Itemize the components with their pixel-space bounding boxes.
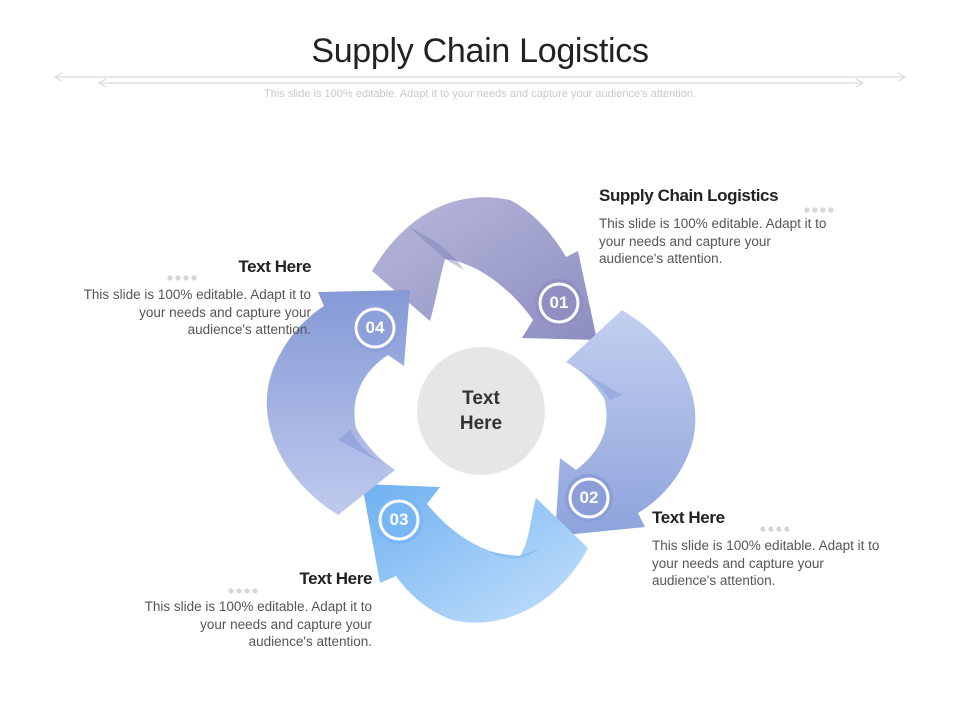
step-number-03: 03 bbox=[389, 510, 409, 529]
step-block-03: Text Here This slide is 100% editable. A… bbox=[142, 569, 373, 651]
step-body-03: This slide is 100% editable. Adapt it to… bbox=[144, 599, 372, 649]
step-body-02: This slide is 100% editable. Adapt it to… bbox=[652, 538, 880, 588]
step-title-02: Text Here bbox=[652, 508, 725, 527]
title-divider bbox=[53, 72, 907, 88]
badge-02 bbox=[565, 474, 613, 522]
center-label-line1: Text bbox=[462, 388, 500, 409]
badge-04 bbox=[351, 304, 399, 352]
step-title-04: Text Here bbox=[238, 257, 311, 276]
cycle-arrow-04-fold bbox=[338, 430, 395, 470]
slide-subtitle: This slide is 100% editable. Adapt it to… bbox=[264, 88, 696, 100]
step-title-03: Text Here bbox=[299, 569, 372, 588]
badge-03 bbox=[375, 496, 423, 544]
center-label: Text Here bbox=[416, 386, 546, 436]
cycle-arrow-01-fold bbox=[410, 228, 464, 270]
step-number-04: 04 bbox=[365, 318, 385, 337]
dot-leader-04 bbox=[167, 275, 197, 281]
step-body-04: This slide is 100% editable. Adapt it to… bbox=[83, 287, 311, 337]
cycle-arrow-02-fold bbox=[566, 362, 622, 400]
dot-leader-03 bbox=[228, 588, 258, 594]
step-block-02: Text Here This slide is 100% editable. A… bbox=[652, 508, 882, 590]
step-block-01: Supply Chain Logistics This slide is 100… bbox=[599, 186, 829, 268]
dot-leader-02 bbox=[760, 526, 790, 532]
center-circle bbox=[417, 347, 545, 475]
dot-leader-01 bbox=[804, 207, 834, 213]
badge-01 bbox=[535, 279, 583, 327]
slide-title: Supply Chain Logistics bbox=[311, 32, 649, 70]
cycle-arrow-03-fold bbox=[490, 548, 540, 559]
step-body-01: This slide is 100% editable. Adapt it to… bbox=[599, 216, 827, 266]
step-title-01: Supply Chain Logistics bbox=[599, 186, 779, 205]
step-number-02: 02 bbox=[579, 488, 599, 507]
step-number-01: 01 bbox=[549, 293, 569, 312]
step-block-04: Text Here This slide is 100% editable. A… bbox=[81, 257, 312, 339]
center-label-line2: Here bbox=[459, 413, 503, 434]
